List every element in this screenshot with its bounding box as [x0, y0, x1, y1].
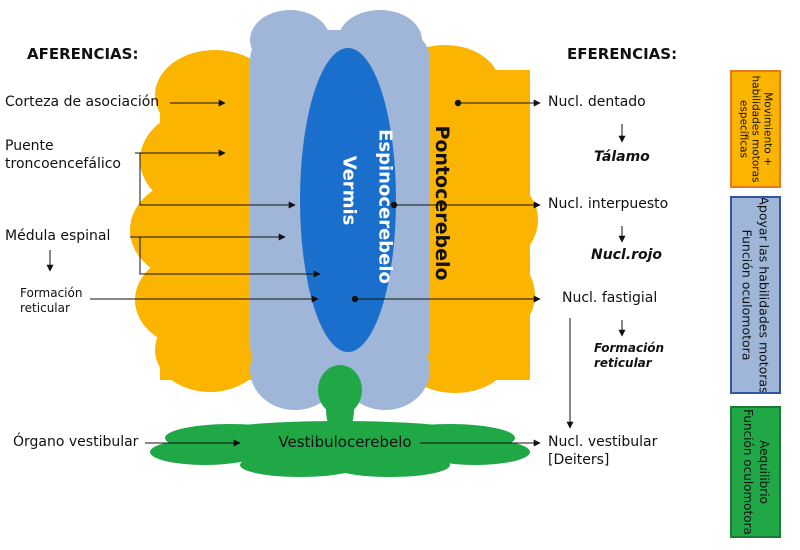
side-box-apoyar: Apoyar las habilidades motoras Función o… [730, 196, 781, 394]
efferents-header: EFERENCIAS: [567, 45, 678, 63]
side-box-movimiento-line2: habilidades motoras [749, 75, 762, 183]
afferent-label-formacion-2: reticular [20, 301, 70, 315]
side-box-movimiento-text: Movimiento + habilidades motoras específ… [738, 76, 774, 183]
efferent-label-dentado: Nucl. dentado [548, 94, 646, 110]
pontocerebelo-label: Pontocerebelo [431, 125, 453, 281]
efferent-origin-dots [351, 99, 462, 303]
afferent-arrows [46, 99, 321, 447]
efferent-label-formacion-1: Formación [594, 341, 665, 355]
vestibulocerebelo-label: Vestibulocerebelo [278, 433, 412, 451]
afferent-label-medula: Médula espinal [5, 228, 111, 244]
efferent-label-interpuesto: Nucl. interpuesto [548, 196, 669, 212]
afferent-label-formacion-1: Formación [20, 286, 83, 300]
efferent-label-talamo: Tálamo [594, 149, 650, 165]
side-box-movimiento-line3: específicas [737, 99, 750, 159]
espinocerebelo-label: Espinocerebelo [374, 129, 396, 284]
afferent-label-asociacion: Corteza de asociación [5, 94, 160, 110]
afferents-header: AFERENCIAS: [27, 45, 139, 63]
side-box-apoyar-text: Apoyar las habilidades motoras Función o… [739, 196, 773, 394]
efferent-label-formacion-2: reticular [594, 356, 652, 370]
efferent-label-vestibular-1: Nucl. vestibular [548, 434, 658, 450]
afferent-label-puente-2: troncoencefálico [5, 156, 121, 172]
side-box-aequilibrio-line1: Aequilibrio [756, 440, 771, 504]
vestibulocerebellum-shape [150, 365, 530, 477]
side-box-apoyar-line2: Función oculomotora [739, 229, 755, 361]
afferent-label-puente-1: Puente [5, 138, 54, 154]
side-box-apoyar-line1: Apoyar las habilidades motoras [756, 196, 772, 394]
side-box-movimiento: Movimiento + habilidades motoras específ… [730, 70, 781, 188]
vermis-shape [300, 48, 396, 352]
efferent-label-rojo: Nucl.rojo [591, 247, 663, 263]
side-box-aequilibrio-line2: Función oculomotora [740, 409, 755, 535]
afferent-label-organo: Órgano vestibular [13, 434, 139, 450]
vermis-label: Vermis [338, 155, 360, 226]
efferent-arrows [355, 99, 626, 447]
side-box-movimiento-line1: Movimiento + [761, 92, 774, 166]
side-box-aequilibrio-text: Aequilibrio Función oculomotora [740, 409, 772, 535]
side-box-aequilibrio: Aequilibrio Función oculomotora [730, 406, 781, 538]
efferent-label-fastigial: Nucl. fastigial [562, 290, 658, 306]
efferent-label-vestibular-2: [Deiters] [548, 452, 610, 468]
